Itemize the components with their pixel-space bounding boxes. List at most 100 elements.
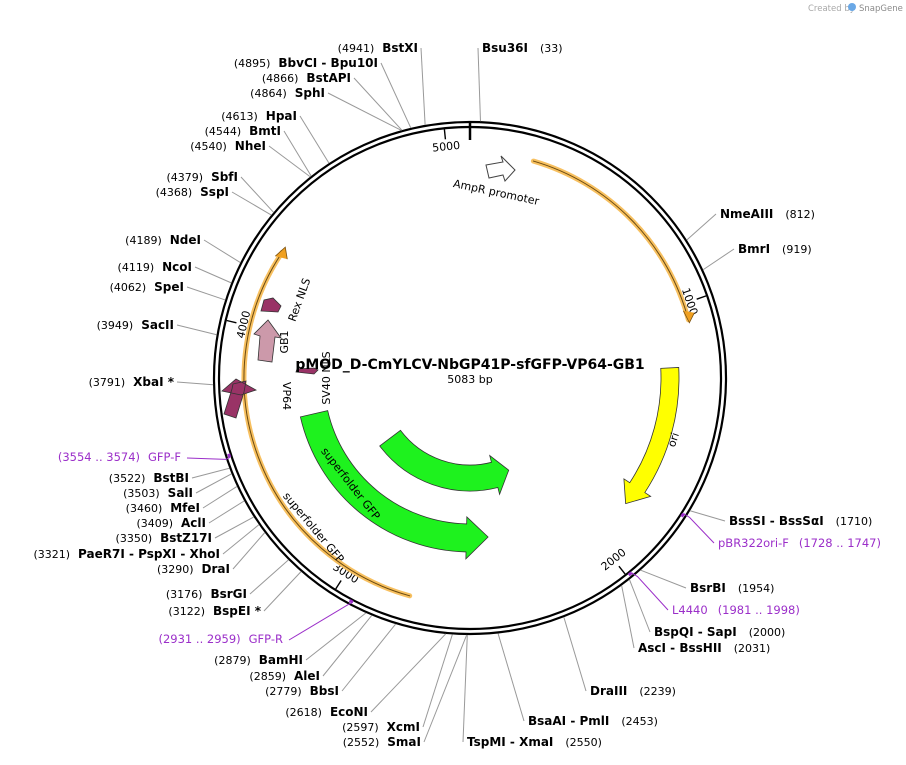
enzyme-name: XcmI [387, 720, 420, 734]
enzyme-bstbi[interactable]: BstBI(3522) [109, 471, 189, 485]
enzyme-drai[interactable]: DraI(3290) [157, 562, 230, 576]
enzyme-leader [208, 500, 245, 524]
enzyme-position: (4544) [205, 125, 242, 138]
rex-nls-arrow-icon [260, 297, 282, 313]
enzyme-name: BmtI [249, 124, 281, 138]
enzyme-leader [195, 473, 232, 494]
enzyme-name: BsrBI [690, 581, 726, 595]
enzyme-hpai[interactable]: HpaI(4613) [221, 109, 297, 123]
enzyme-name: SacII [141, 318, 174, 332]
primer-leader [683, 513, 715, 544]
enzyme-bamhi[interactable]: BamHI(2879) [214, 653, 303, 667]
enzyme-bsssi[interactable]: BssSI - BssSαI(1710) [729, 514, 872, 528]
feature-label-vp64: VP64 [280, 382, 293, 410]
enzyme-name: NcoI [162, 260, 192, 274]
enzyme-bsaai[interactable]: BsaAI - PmlI(2453) [528, 714, 658, 728]
enzyme-bspei[interactable]: BspEI *(3122) [168, 604, 261, 618]
cds-range-line-highlight [243, 251, 411, 597]
enzyme-name: TspMI - XmaI [467, 735, 553, 749]
enzyme-leader [477, 47, 481, 122]
enzyme-leader [380, 62, 412, 129]
enzyme-leader [194, 266, 232, 284]
enzyme-tspmi[interactable]: TspMI - XmaI (2550) [467, 735, 602, 749]
enzyme-leader [353, 77, 403, 131]
enzyme-bmti[interactable]: BmtI (4544) [205, 124, 281, 138]
enzyme-leader [640, 569, 687, 589]
feature-label-rex-nls: Rex NLS [286, 276, 314, 323]
ori-arrow [623, 367, 680, 505]
enzyme-ncoi[interactable]: NcoI (4119) [118, 260, 192, 274]
enzyme-alei[interactable]: AleI(2859) [249, 669, 320, 683]
tick-1000 [696, 295, 707, 300]
enzyme-name: DraI [202, 562, 230, 576]
enzyme-bspqi[interactable]: BspQI - SapI(2000) [654, 625, 785, 639]
enzyme-econi[interactable]: EcoNI(2618) [285, 705, 368, 719]
enzyme-leader [263, 571, 302, 612]
primer-name: pBR322ori-F [718, 536, 789, 550]
enzyme-leader [621, 585, 635, 649]
enzyme-xbai[interactable]: XbaI *(3791) [89, 375, 175, 389]
enzyme-xcmi[interactable]: XcmI(2597) [342, 720, 420, 734]
enzyme-ndei[interactable]: NdeI(4189) [125, 233, 201, 247]
primer-mark [227, 453, 232, 458]
enzyme-paer7i[interactable]: PaeR7I - PspXI - XhoI(3321) [33, 547, 220, 561]
enzyme-position: (33) [540, 42, 563, 55]
enzyme-spei[interactable]: SpeI(4062) [110, 280, 184, 294]
enzyme-nmeaiii[interactable]: NmeAIII(812) [720, 207, 815, 221]
tick-4000 [226, 319, 237, 324]
enzyme-name: BmrI [738, 242, 770, 256]
enzyme-nhei[interactable]: NheI(4540) [190, 139, 266, 153]
snapgene-logo-icon [848, 3, 856, 11]
primer-pbr322ori[interactable]: pBR322ori-F(1728 .. 1747) [680, 512, 881, 550]
enzyme-position: (2879) [214, 654, 251, 667]
enzyme-position: (2550) [565, 736, 602, 749]
enzyme-bsrbi[interactable]: BsrBI(1954) [690, 581, 774, 595]
enzyme-leaders [176, 47, 735, 743]
enzyme-leader [686, 213, 717, 241]
enzyme-name: BbvCI - Bpu10I [278, 56, 378, 70]
enzyme-mfei[interactable]: MfeI(3460) [126, 501, 200, 515]
primer-leader [631, 572, 669, 611]
enzyme-leader [420, 47, 426, 125]
enzyme-bstxi[interactable]: BstXI(4941) [338, 41, 418, 55]
enzyme-sphi[interactable]: SphI(4864) [250, 86, 325, 100]
enzyme-position: (2779) [265, 685, 302, 698]
enzyme-sbfi[interactable]: SbfI(4379) [167, 170, 239, 184]
enzyme-position: (4119) [118, 261, 155, 274]
enzyme-name: BstAPI [306, 71, 351, 85]
enzyme-bstz17i[interactable]: BstZ17I(3350) [116, 531, 212, 545]
primer-gfpf[interactable]: GFP-F(3554 .. 3574) [58, 450, 232, 464]
primer-gfpr[interactable]: GFP-R(2931 .. 2959) [159, 599, 354, 646]
ampr-arrowhead-icon [683, 310, 695, 324]
enzyme-position: (4368) [156, 186, 193, 199]
enzyme-name: AclI [181, 516, 206, 530]
enzyme-smai[interactable]: SmaI(2552) [343, 735, 421, 749]
enzyme-bstapi[interactable]: BstAPI(4866) [262, 71, 351, 85]
enzyme-sacii[interactable]: SacII(3949) [97, 318, 174, 332]
enzyme-bmri[interactable]: BmrI(919) [738, 242, 812, 256]
enzyme-name: MfeI [170, 501, 200, 515]
enzyme-name: BsaAI - PmlI [528, 714, 609, 728]
enzyme-leader [214, 516, 255, 539]
enzyme-bbsi[interactable]: BbsI(2779) [265, 684, 339, 698]
enzyme-leader [268, 145, 311, 178]
enzyme-position: (2552) [343, 736, 380, 749]
enzyme-asci[interactable]: AscI - BssHII(2031) [638, 641, 770, 655]
enzyme-bbvci[interactable]: BbvCI - Bpu10I(4895) [234, 56, 378, 70]
enzyme-sspi[interactable]: SspI(4368) [156, 185, 229, 199]
enzyme-leader [702, 248, 735, 271]
enzyme-name: Bsu36I [482, 41, 528, 55]
enzyme-position: (2618) [285, 706, 322, 719]
enzyme-acli[interactable]: AclI(3409) [136, 516, 206, 530]
enzyme-leader [176, 381, 214, 386]
enzyme-sali[interactable]: SalI(3503) [123, 486, 193, 500]
enzyme-position: (4379) [167, 171, 204, 184]
feature-label-sv40-nls: SV40 NLS [320, 351, 333, 404]
enzyme-bsrgi[interactable]: BsrGI(3176) [166, 587, 247, 601]
enzyme-draiii[interactable]: DraIII(2239) [590, 684, 676, 698]
enzyme-bsu36i[interactable]: Bsu36I (33) [482, 41, 563, 55]
primer-l4440[interactable]: L4440(1981 .. 1998) [627, 571, 800, 617]
enzyme-leader [249, 559, 289, 595]
plasmid-size: 5083 bp [447, 373, 492, 386]
feature-label-ampr-promoter: AmpR promoter [452, 177, 541, 208]
